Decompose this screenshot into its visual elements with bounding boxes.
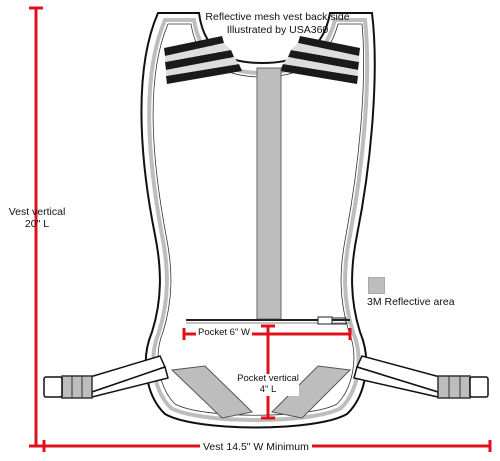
center-reflective-strip [256,67,282,320]
right-lower-reflective-band [270,365,352,419]
title-line-1: Reflective mesh vest back side [205,11,350,23]
right-side-strap [353,355,489,399]
vest-width-label: Vest 14.5" W Minimum [200,441,312,454]
diagram-title: Reflective mesh vest back side Illustrat… [190,11,365,37]
pocket-width-label: Pocket 6" W [196,327,252,339]
pocket-vertical-line-2: 4" L [259,383,277,395]
vest-vertical-line-2: 20" L [24,218,50,231]
vest-vertical-label: Vest vertical 20" L [8,206,66,230]
pocket-zipper [186,316,350,325]
pocket-vertical-label: Pocket vertical 4" L [237,373,299,396]
vest-vertical-line-1: Vest vertical [8,206,66,218]
pocket-vertical-dimension [261,324,275,420]
legend-swatch [368,277,385,294]
left-shoulder-stripes [164,36,242,84]
title-line-2: Illustrated by USA360 [226,24,329,37]
left-side-strap [43,355,169,399]
pocket-vertical-line-1: Pocket vertical [237,373,299,384]
right-shoulder-stripes [280,36,360,84]
vest-vertical-dimension [29,6,43,448]
left-lower-reflective-band [170,365,254,419]
legend-label: 3M Reflective area [367,296,455,308]
